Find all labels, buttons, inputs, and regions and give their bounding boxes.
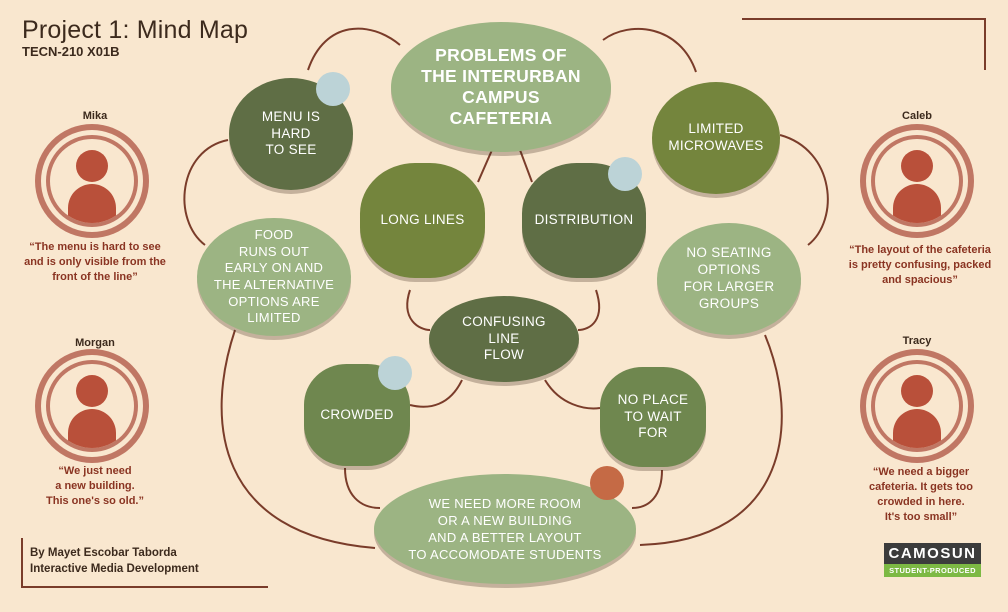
long-lines-label: LONG LINES (380, 212, 465, 228)
link-noplace-solution (631, 469, 663, 509)
persona-quote-tracy: “We need a bigger cafeteria. It gets too… (869, 466, 973, 523)
frame-corner-top-right (742, 18, 986, 70)
crowded-label: CROWDED (320, 406, 394, 422)
avatar-body-icon (68, 184, 116, 223)
food-runs-out-node: FOOD RUNS OUT EARLY ON AND THE ALTERNATI… (197, 218, 351, 336)
link-seating-solution (639, 334, 783, 546)
confusing-line-flow-node: CONFUSING LINE FLOW (429, 296, 579, 382)
persona-avatar-tracy (860, 349, 974, 463)
persona-avatar-caleb (860, 124, 974, 238)
limited-microwaves-node: LIMITED MICROWAVES (652, 82, 780, 194)
avatar-head-icon (901, 375, 933, 407)
link-central-distribution (519, 149, 533, 183)
solution-label: WE NEED MORE ROOM OR A NEW BUILDING AND … (408, 495, 602, 563)
avatar-head-icon (901, 150, 933, 182)
long-lines-node: LONG LINES (360, 163, 485, 278)
logo-tagline: STUDENT-PRODUCED (884, 564, 981, 577)
confusing-line-flow-label: CONFUSING LINE FLOW (462, 313, 546, 363)
course-code: TECN-210 X01B (22, 44, 120, 59)
link-distribution-confusing (577, 289, 601, 331)
persona-name-caleb: Caleb (902, 110, 932, 122)
author-name: By Mayet Escobar Taborda (30, 547, 177, 559)
link-central-menu (307, 27, 401, 71)
persona-avatar-morgan (35, 349, 149, 463)
link-central-microwaves (602, 27, 697, 73)
link-menu-food (183, 139, 229, 246)
central-topic-node: PROBLEMS OF THE INTERURBAN CAMPUS CAFETE… (391, 22, 611, 152)
camosun-logo: CAMOSUN STUDENT-PRODUCED (884, 543, 981, 577)
avatar-body-icon (893, 409, 941, 448)
avatar-head-icon (76, 150, 108, 182)
persona-quote-morgan: “We just need a new building. This one's… (46, 465, 144, 507)
persona-name-morgan: Morgan (75, 337, 115, 349)
link-microwaves-seating (779, 134, 829, 246)
link-food-solution (220, 329, 376, 549)
link-longlines-confusing (406, 289, 431, 331)
distribution-label: DISTRIBUTION (534, 212, 634, 228)
no-seating-options-label: NO SEATING OPTIONS FOR LARGER GROUPS (683, 245, 775, 311)
blue-marker-dot (608, 157, 642, 191)
program-name: Interactive Media Development (30, 562, 199, 575)
food-runs-out-label: FOOD RUNS OUT EARLY ON AND THE ALTERNATI… (213, 227, 335, 326)
no-place-to-wait-label: NO PLACE TO WAIT FOR (617, 391, 689, 441)
central-topic-label: PROBLEMS OF THE INTERURBAN CAMPUS CAFETE… (421, 45, 581, 128)
orange-marker-dot (590, 466, 624, 500)
persona-name-mika: Mika (82, 110, 108, 122)
avatar-head-icon (76, 375, 108, 407)
no-place-to-wait-node: NO PLACE TO WAIT FOR (600, 367, 706, 467)
no-seating-options-node: NO SEATING OPTIONS FOR LARGER GROUPS (657, 223, 801, 335)
link-confusing-crowded (409, 379, 463, 408)
persona-avatar-mika (35, 124, 149, 238)
logo-wordmark: CAMOSUN (884, 543, 981, 564)
link-crowded-solution (344, 467, 381, 509)
link-central-longlines (477, 149, 493, 183)
persona-quote-caleb: “The layout of the cafeteria is pretty c… (848, 244, 992, 286)
frame-corner-bottom-left (21, 538, 268, 588)
page-title: Project 1: Mind Map (22, 16, 249, 44)
persona-quote-mika: “The menu is hard to see and is only vis… (24, 241, 166, 283)
avatar-body-icon (68, 409, 116, 448)
byline: By Mayet Escobar Taborda Interactive Med… (30, 546, 199, 577)
link-confusing-noplace (544, 379, 601, 410)
persona-name-tracy: Tracy (902, 335, 932, 347)
menu-hard-to-see-label: MENU IS HARD TO SEE (261, 108, 321, 158)
blue-marker-dot (378, 356, 412, 390)
limited-microwaves-label: LIMITED MICROWAVES (668, 121, 764, 153)
crowded-node: CROWDED (304, 364, 410, 466)
avatar-body-icon (893, 184, 941, 223)
blue-marker-dot (316, 72, 350, 106)
